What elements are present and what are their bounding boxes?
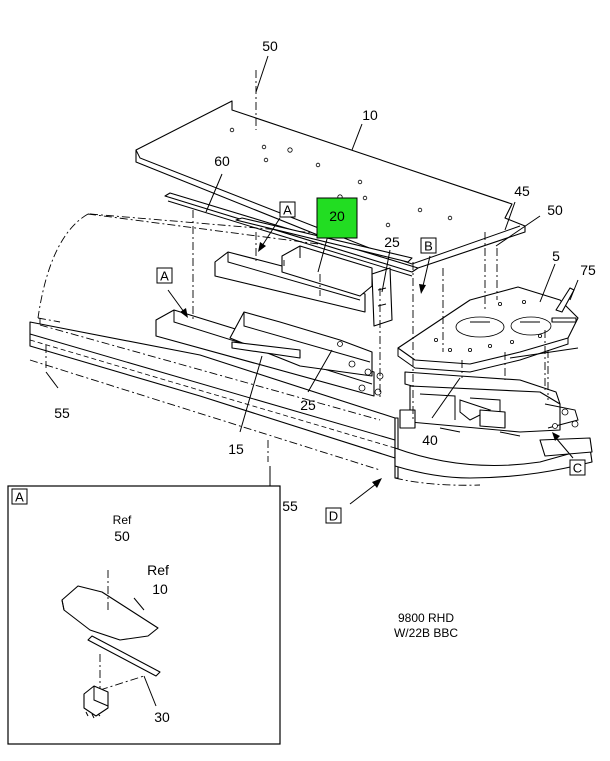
view-arrows — [167, 217, 574, 505]
callout-25-lower[interactable]: 25 — [300, 397, 316, 413]
detail-a-ref-10-label: Ref — [147, 562, 169, 578]
alignment-lines — [45, 70, 549, 462]
detail-a-letter: A — [15, 490, 24, 505]
side-rail-55 — [29, 321, 593, 486]
callout-60[interactable]: 60 — [214, 153, 230, 169]
bracket-15 — [155, 309, 384, 397]
callout-20[interactable]: 20 — [329, 208, 345, 224]
svg-text:A: A — [160, 269, 169, 284]
view-letter-c[interactable]: C — [569, 459, 586, 476]
callout-25-upper[interactable]: 25 — [384, 234, 400, 250]
model-note-line1: 9800 RHD — [398, 611, 454, 625]
model-note-line2: W/22B BBC — [394, 626, 458, 640]
inner-strip — [235, 217, 413, 263]
view-letter-a-top[interactable]: A — [279, 201, 296, 218]
view-letter-b[interactable]: B — [420, 237, 437, 254]
detail-a-ref-50-label: Ref — [113, 513, 132, 527]
callout-50-top[interactable]: 50 — [262, 38, 278, 54]
callout-55-bottom[interactable]: 55 — [282, 498, 298, 514]
svg-text:C: C — [573, 461, 582, 476]
step-assembly-5 — [397, 286, 579, 437]
detail-a-callout-50[interactable]: 50 — [114, 528, 130, 544]
bracket-20 — [214, 245, 373, 313]
callout-45[interactable]: 45 — [514, 183, 530, 199]
callout-75[interactable]: 75 — [580, 262, 596, 278]
callout-20-highlight[interactable] — [316, 197, 358, 239]
detail-a-callout-30[interactable]: 30 — [154, 709, 170, 725]
detail-a-inset: A Ref 50 Ref 10 30 — [7, 485, 281, 745]
svg-text:D: D — [329, 509, 338, 524]
frame-centerline — [29, 324, 381, 471]
svg-text:B: B — [424, 239, 433, 254]
callout-5[interactable]: 5 — [552, 248, 560, 264]
callout-10[interactable]: 10 — [362, 107, 378, 123]
svg-text:A: A — [283, 203, 292, 218]
leaders — [45, 55, 579, 488]
callout-40[interactable]: 40 — [422, 432, 438, 448]
view-letter-d[interactable]: D — [325, 507, 342, 524]
callout-55-left[interactable]: 55 — [54, 405, 70, 421]
detail-a-callout-10[interactable]: 10 — [152, 581, 168, 597]
callout-15[interactable]: 15 — [228, 441, 244, 457]
callout-50-right[interactable]: 50 — [547, 202, 563, 218]
view-letter-a-left[interactable]: A — [156, 267, 173, 284]
